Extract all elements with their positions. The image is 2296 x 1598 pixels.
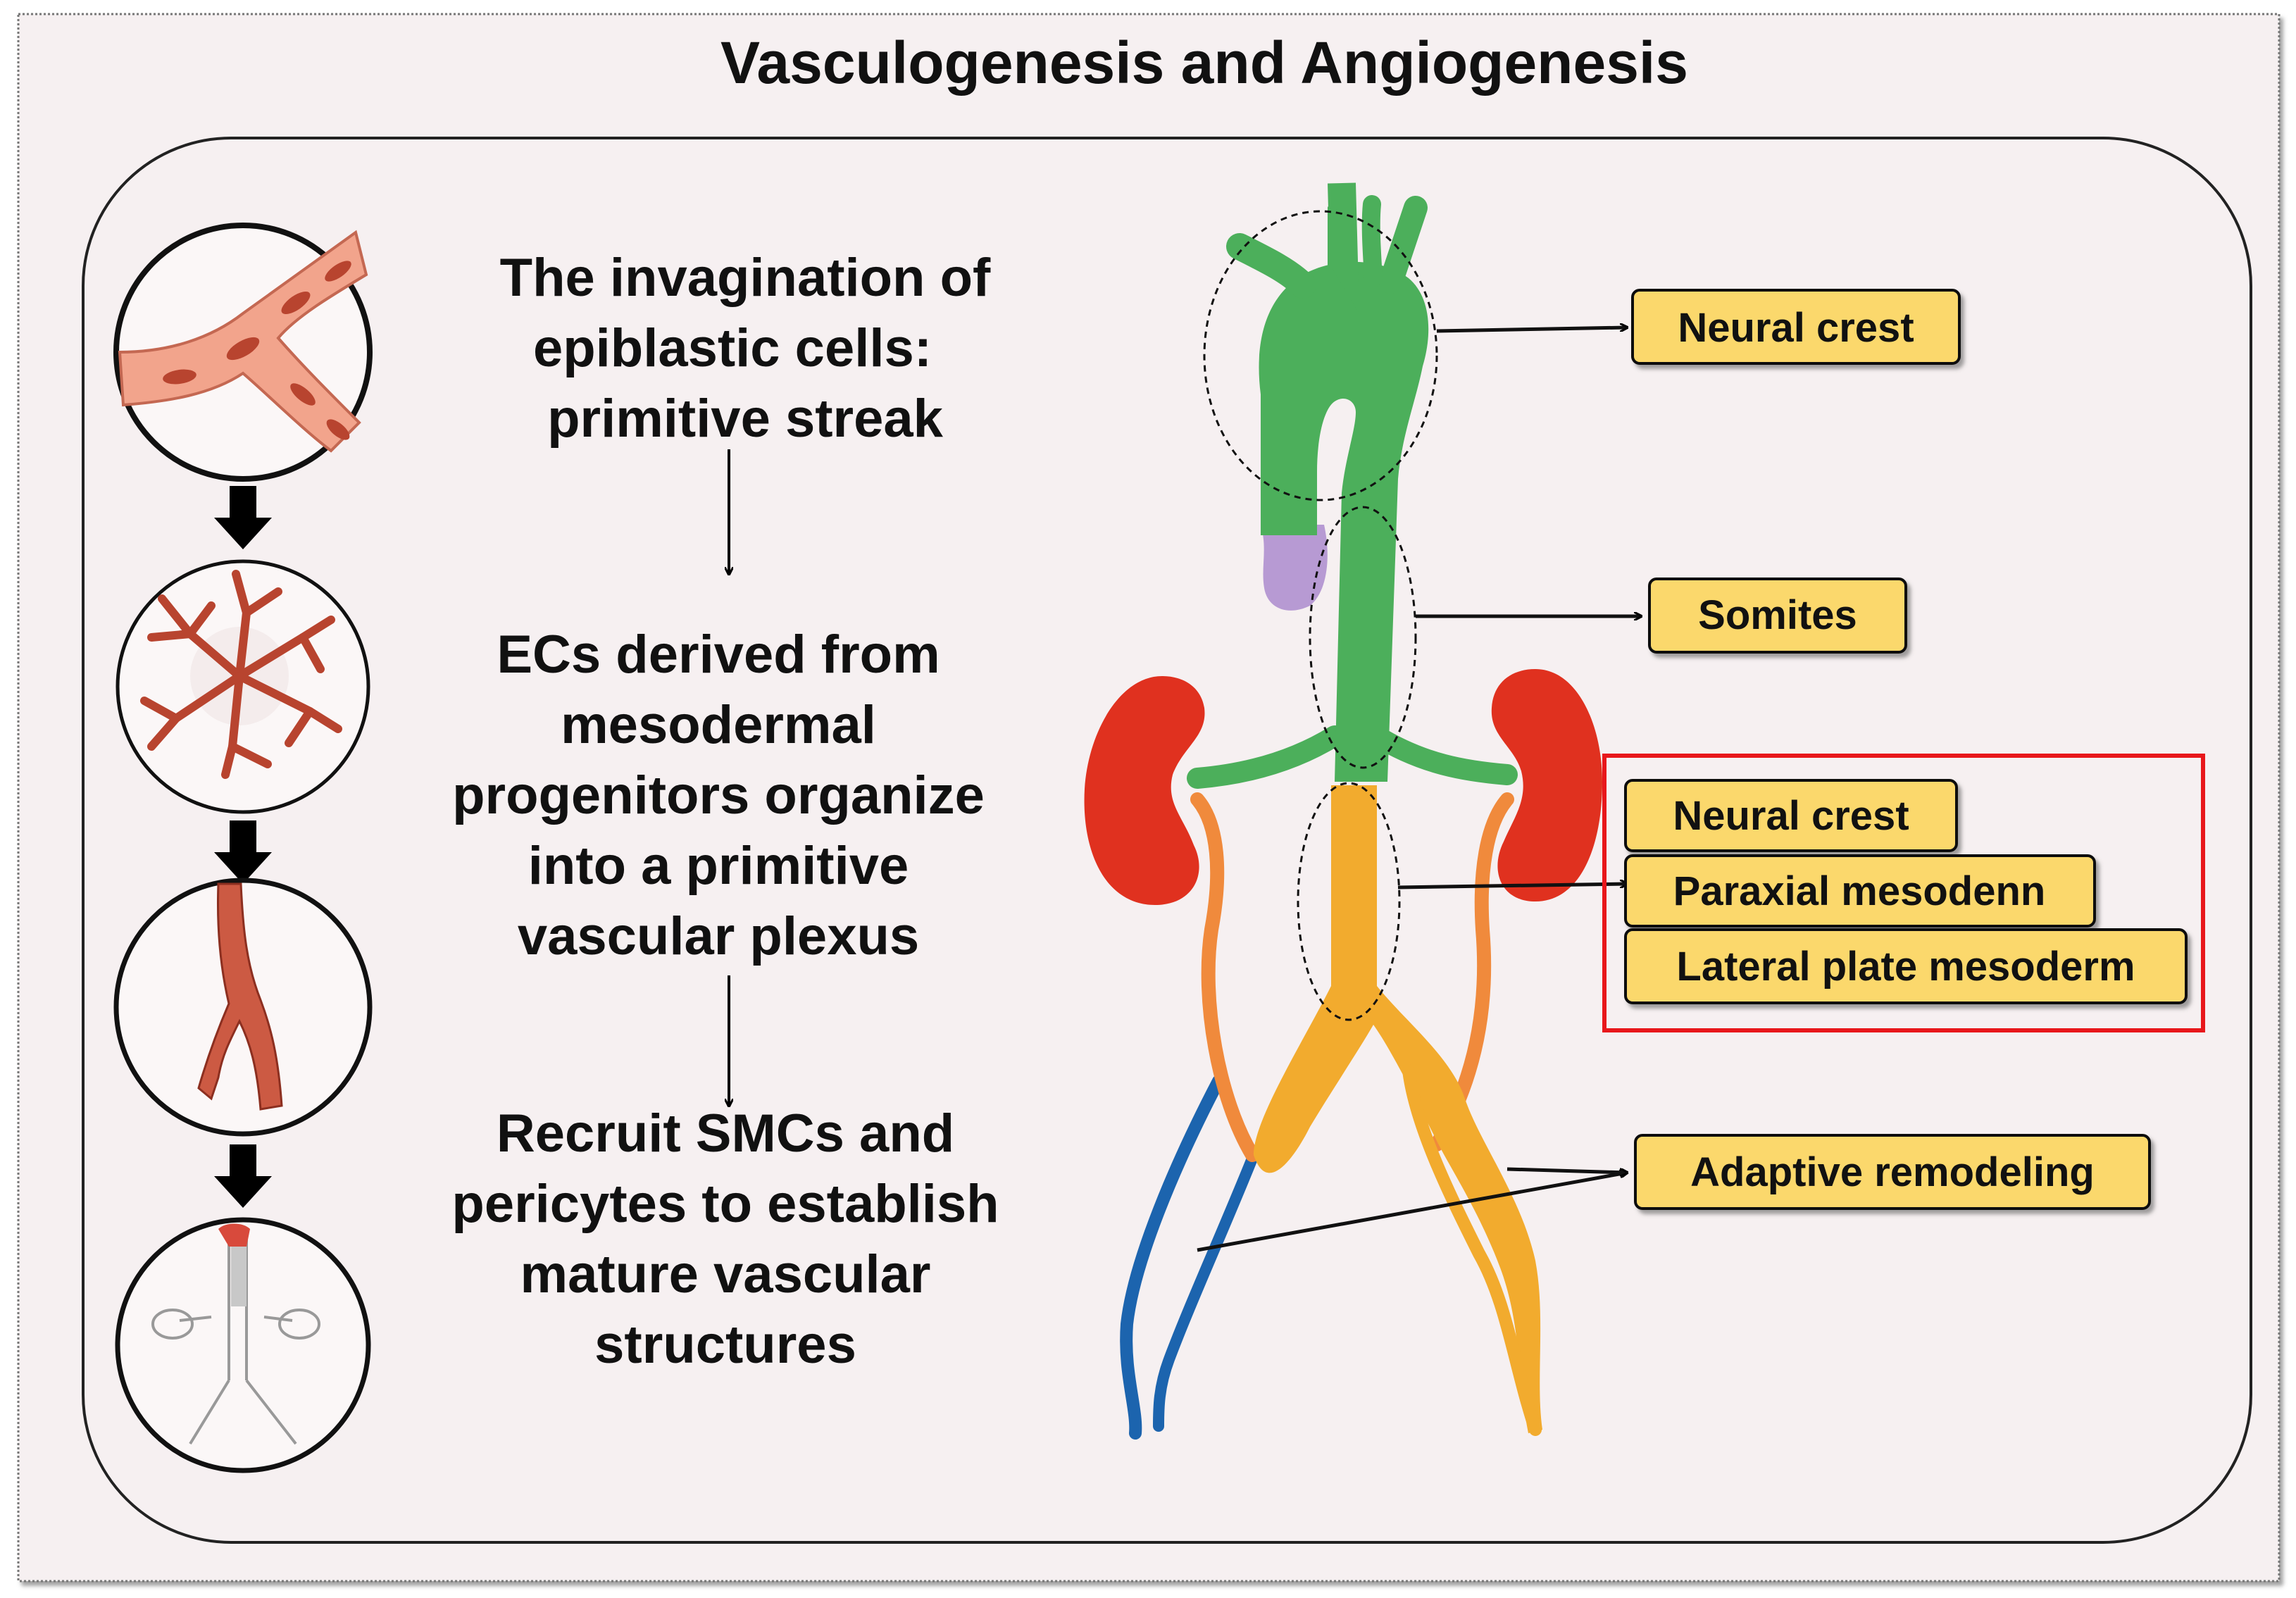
process-steps: The invagination of epiblastic cells: pr… (451, 248, 999, 1375)
label-adaptive: Adaptive remodeling (1634, 1134, 2151, 1210)
label-neural-crest-top: Neural crest (1631, 289, 1961, 365)
arch-branch-middle (1328, 182, 1360, 314)
branching-vessel-icon (113, 878, 373, 1137)
step2-line1: ECs derived from (497, 625, 940, 685)
arch-branch-right2 (1361, 195, 1383, 287)
step2-line4: into a primitive (528, 836, 909, 896)
step3-line4: structures (594, 1315, 856, 1375)
right-leg-branch (1402, 1064, 1542, 1436)
down-arrow-icon (214, 820, 272, 884)
mature-aorta-icon (115, 1217, 371, 1473)
down-arrow-icon (214, 486, 272, 549)
left-ureter (1190, 792, 1259, 1162)
main-panel (82, 137, 2252, 1544)
label-somites-text: Somites (1698, 592, 1857, 638)
step3-line2: pericytes to establish (451, 1174, 999, 1234)
highlight-box (1602, 754, 2205, 1032)
label-neural-crest-top-text: Neural crest (1678, 305, 1914, 351)
step1-line1: The invagination of (500, 248, 991, 308)
left-vein-branch (1153, 1149, 1259, 1432)
vascular-anatomy (1084, 182, 1602, 1440)
step1-line3: primitive streak (547, 389, 944, 449)
arch-branch-left (1226, 233, 1316, 299)
label-paraxial-text: Paraxial mesodenn (1673, 868, 2046, 914)
vascular-plexus-icon (116, 559, 370, 814)
step3-line3: mature vascular (520, 1244, 931, 1304)
step2-line2: mesodermal (561, 695, 876, 755)
label-lateral-text: Lateral plate mesoderm (1676, 944, 2135, 990)
right-ureter (1430, 792, 1514, 1151)
down-arrow-icon (214, 1144, 272, 1208)
arch-branch-right (1379, 196, 1428, 294)
right-renal-artery (1366, 725, 1518, 785)
dashed-region-neural-crest (1203, 210, 1438, 501)
label-somites: Somites (1648, 578, 1907, 654)
step3-line1: Recruit SMCs and (497, 1104, 954, 1163)
label-adaptive-text: Adaptive remodeling (1690, 1149, 2095, 1195)
page-title: Vasculogenesis and Angiogenesis (720, 30, 1688, 96)
step2-line5: vascular plexus (518, 906, 919, 966)
step2-line3: progenitors organize (452, 766, 985, 825)
left-kidney-icon (1084, 676, 1205, 905)
icon-column (113, 223, 373, 1473)
step1-line2: epiblastic cells: (533, 318, 932, 378)
dashed-region-mixed (1297, 782, 1401, 1021)
label-neural-crest-box: Neural crest (1624, 779, 1958, 852)
dashed-region-somites (1309, 506, 1417, 769)
label-lateral: Lateral plate mesoderm (1624, 928, 2188, 1004)
abdominal-aorta (1254, 785, 1542, 1433)
right-kidney-icon (1491, 669, 1602, 901)
left-vein (1120, 1075, 1225, 1440)
aortic-arch (1259, 261, 1429, 782)
label-neural-crest-box-text: Neural crest (1673, 793, 1909, 839)
label-paraxial: Paraxial mesodenn (1624, 854, 2096, 928)
purple-patch (1261, 525, 1328, 611)
left-renal-artery (1187, 725, 1345, 789)
connector-arrows (1197, 327, 1641, 1252)
blood-vessel-cells-icon (113, 223, 373, 482)
